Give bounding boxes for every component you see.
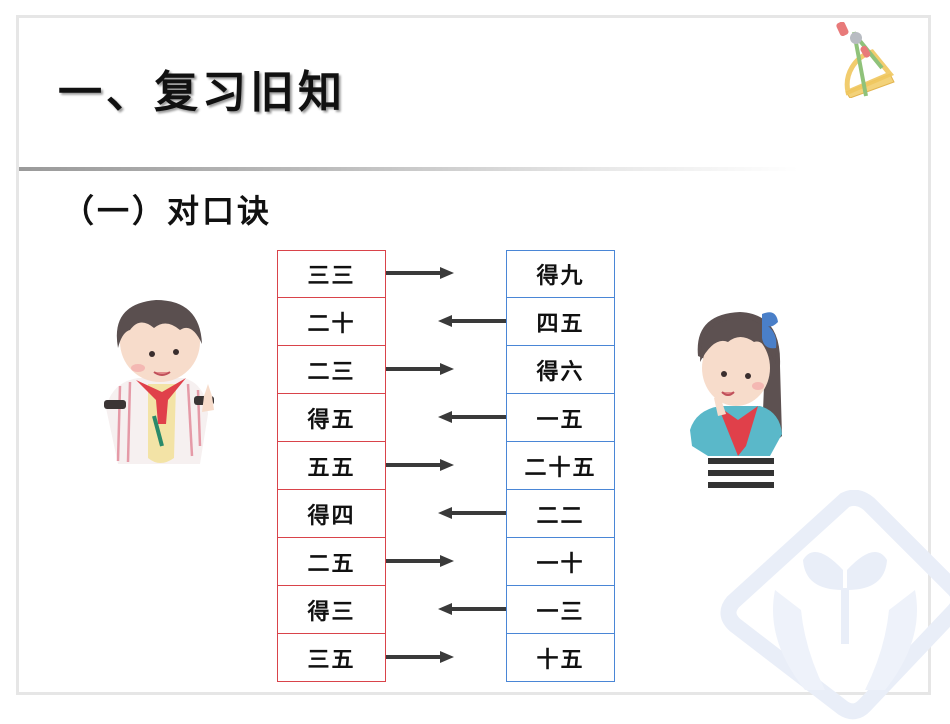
compass-protractor-icon — [832, 21, 902, 102]
left-cell[interactable]: 二十 — [277, 298, 386, 346]
section-subtitle: （一）对口诀 — [62, 192, 273, 230]
arrow-right-icon — [386, 538, 506, 586]
girl-illustration — [684, 306, 794, 500]
left-cell[interactable]: 三三 — [277, 250, 386, 298]
arrow-left-icon — [386, 298, 506, 346]
arrow-left-icon — [386, 394, 506, 442]
arrow-column — [386, 250, 506, 682]
left-cell[interactable]: 得五 — [277, 394, 386, 442]
arrow-right-icon — [386, 346, 506, 394]
left-cell[interactable]: 二五 — [277, 538, 386, 586]
left-cell[interactable]: 五五 — [277, 442, 386, 490]
multiplication-right-column: 得九 四五 得六 一五 二十五 二二 一十 一三 十五 — [506, 250, 615, 682]
slide-frame — [16, 15, 931, 695]
right-cell[interactable]: 二十五 — [506, 442, 615, 490]
boy-illustration — [96, 296, 226, 475]
right-cell[interactable]: 一三 — [506, 586, 615, 634]
header-divider — [19, 167, 799, 171]
right-cell[interactable]: 得六 — [506, 346, 615, 394]
arrow-left-icon — [386, 490, 506, 538]
left-cell[interactable]: 得四 — [277, 490, 386, 538]
right-cell[interactable]: 四五 — [506, 298, 615, 346]
right-cell[interactable]: 一五 — [506, 394, 615, 442]
arrow-right-icon — [386, 442, 506, 490]
arrow-left-icon — [386, 586, 506, 634]
left-cell[interactable]: 得三 — [277, 586, 386, 634]
right-cell[interactable]: 一十 — [506, 538, 615, 586]
left-cell[interactable]: 二三 — [277, 346, 386, 394]
right-cell[interactable]: 二二 — [506, 490, 615, 538]
right-cell[interactable]: 得九 — [506, 250, 615, 298]
left-cell[interactable]: 三五 — [277, 634, 386, 682]
arrow-right-icon — [386, 250, 506, 298]
hands-sprout-logo-icon — [705, 489, 950, 724]
arrow-right-icon — [386, 634, 506, 682]
right-cell[interactable]: 十五 — [506, 634, 615, 682]
multiplication-left-column: 三三 二十 二三 得五 五五 得四 二五 得三 三五 — [277, 250, 386, 682]
slide-title: 一、复习旧知 — [58, 67, 346, 118]
